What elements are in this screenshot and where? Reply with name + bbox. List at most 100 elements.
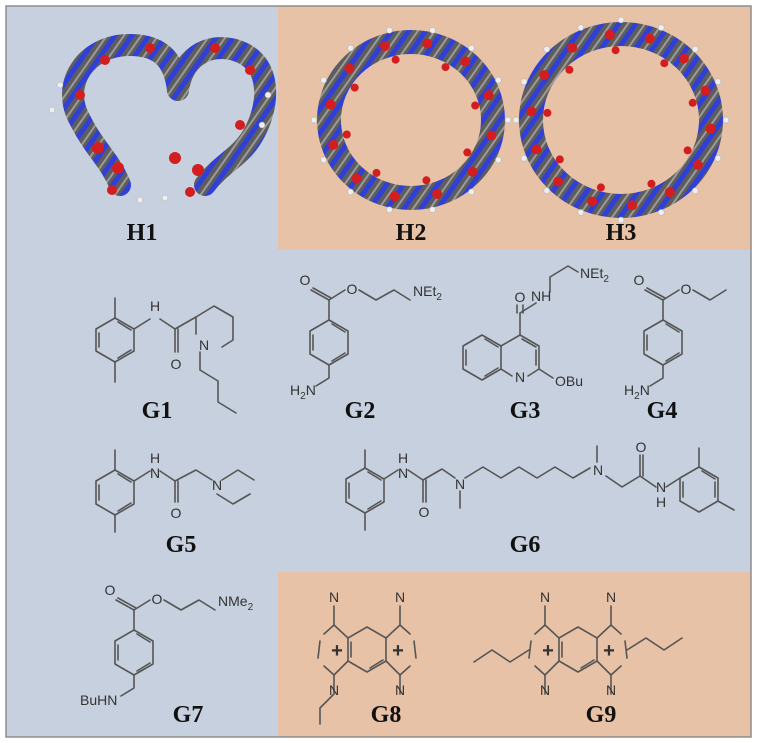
h2-hydrogen-atom <box>347 188 354 196</box>
g8-charge-right: + <box>392 640 404 662</box>
g7-structure <box>114 597 216 697</box>
g4-atom-o-ester: O <box>681 281 692 297</box>
h3-hydrogen-atom <box>543 46 551 53</box>
g3-atom-nh: NH <box>531 288 551 304</box>
h3-hydrogen-atom <box>520 155 528 162</box>
g9-atom-n2: N <box>606 589 616 605</box>
g2-group-h2n: H2N <box>290 382 316 402</box>
h2-oxygen-atom <box>391 55 400 64</box>
h2-oxygen-atom <box>460 56 471 67</box>
h2-structure <box>310 27 512 213</box>
h3-oxygen-atom <box>565 65 574 74</box>
g7-atom-o-ester: O <box>152 591 163 607</box>
h2-oxygen-atom <box>486 130 497 141</box>
g6-atom-h-right: H <box>656 494 666 510</box>
g1-structure <box>95 297 237 414</box>
h3-oxygen-atoms <box>526 29 716 211</box>
panel-g7 <box>6 572 278 737</box>
g7-group-nme2: NMe2 <box>218 593 254 613</box>
label-g7: G7 <box>173 702 204 728</box>
h3-oxygen-atom <box>604 29 615 40</box>
g5-atom-h: H <box>150 450 160 466</box>
h2-hydrogen-atom <box>495 156 502 164</box>
h2-hydrogen-atom <box>386 27 393 34</box>
h3-oxygen-atom <box>700 85 711 96</box>
h3-hydrogen-atom <box>617 16 625 24</box>
h3-oxygen-atom <box>660 59 669 68</box>
g6-atom-o-right: O <box>636 439 647 455</box>
h2-hydrogen-atom <box>320 76 327 84</box>
h3-oxygen-atom <box>678 53 689 64</box>
g5-structure <box>95 449 255 533</box>
label-h1: H1 <box>127 220 158 246</box>
h3-oxygen-atom <box>692 159 703 170</box>
g7-group-buhn: BuHN <box>80 692 117 708</box>
panel-guests-main <box>6 250 751 572</box>
h3-hydrogen-atom <box>577 24 585 31</box>
h2-hydrogen-atom <box>386 206 393 213</box>
h2-oxygen-atom <box>467 166 478 177</box>
label-g1: G1 <box>142 398 173 424</box>
g1-atom-n: N <box>199 337 209 353</box>
label-g3: G3 <box>510 398 541 424</box>
h3-hydrogen-atom <box>543 187 551 194</box>
h2-oxygen-atom <box>350 83 359 92</box>
h2-hydrogen-atom <box>310 116 318 124</box>
h3-oxygen-atom <box>567 42 578 53</box>
h3-oxygen-atom <box>627 200 638 211</box>
g8-atom-n1: N <box>329 589 339 605</box>
h3-hydrogen-atom <box>714 155 722 162</box>
g3-group-obu: OBu <box>555 373 583 389</box>
label-g2: G2 <box>345 398 376 424</box>
g8-atom-n3: N <box>329 682 339 698</box>
h2-oxygen-atoms <box>325 38 497 202</box>
h3-hydrogen-atom <box>722 116 730 124</box>
h2-oxygen-atom <box>344 63 355 74</box>
h3-hydrogen-atoms <box>512 16 730 224</box>
label-g5: G5 <box>166 532 197 558</box>
h2-oxygen-atom <box>471 101 480 110</box>
h2-hydrogen-atom <box>468 44 475 52</box>
h2-oxygen-atom <box>389 191 400 202</box>
g1-atom-h: H <box>150 298 160 314</box>
h2-hydrogen-atom <box>320 156 327 164</box>
g8-atom-n2: N <box>395 589 405 605</box>
g3-atom-n-ring: N <box>515 369 525 385</box>
label-g6: G6 <box>510 532 541 558</box>
h2-hydrogen-atom <box>347 44 354 52</box>
h3-hydrogen-atom <box>520 78 528 85</box>
g6-atom-n3: N <box>593 462 603 478</box>
h3-oxygen-atom <box>688 98 697 107</box>
h3-oxygen-atom <box>543 108 552 117</box>
h2-oxygen-atom <box>351 173 362 184</box>
g7-atom-o-carbonyl: O <box>105 582 116 598</box>
h1-hydrogen-atoms <box>48 81 272 204</box>
g3-group-net2: NEt2 <box>580 265 609 285</box>
h3-oxygen-atom <box>644 33 655 44</box>
h3-structure <box>512 16 730 224</box>
g5-atom-n: N <box>212 477 222 493</box>
h2-oxygen-atom <box>372 168 381 177</box>
h3-oxygen-atom <box>647 179 656 188</box>
h3-oxygen-atom <box>553 176 564 187</box>
g6-atom-o-left: O <box>419 504 430 520</box>
label-g4: G4 <box>647 398 678 424</box>
h2-oxygen-atom <box>441 63 450 72</box>
g8-atom-n4: N <box>395 682 405 698</box>
label-g9: G9 <box>586 702 617 728</box>
g5-atom-o: O <box>171 505 182 521</box>
h2-hydrogen-atom <box>429 206 436 213</box>
g6-atom-h-left: H <box>398 450 408 466</box>
h3-hydrogen-atom <box>691 46 699 53</box>
h3-oxygen-atom <box>587 196 598 207</box>
panel-g8-g9 <box>278 572 751 737</box>
g6-atom-n2: N <box>455 476 465 492</box>
h2-oxygen-atom <box>325 99 336 110</box>
g9-atom-n1: N <box>540 589 550 605</box>
g4-atom-o-carbonyl: O <box>634 272 645 288</box>
g9-structure <box>473 605 683 695</box>
g8-charge-left: + <box>331 640 343 662</box>
g5-atom-n-amide: N <box>150 465 160 481</box>
g3-atom-o: O <box>515 289 526 305</box>
